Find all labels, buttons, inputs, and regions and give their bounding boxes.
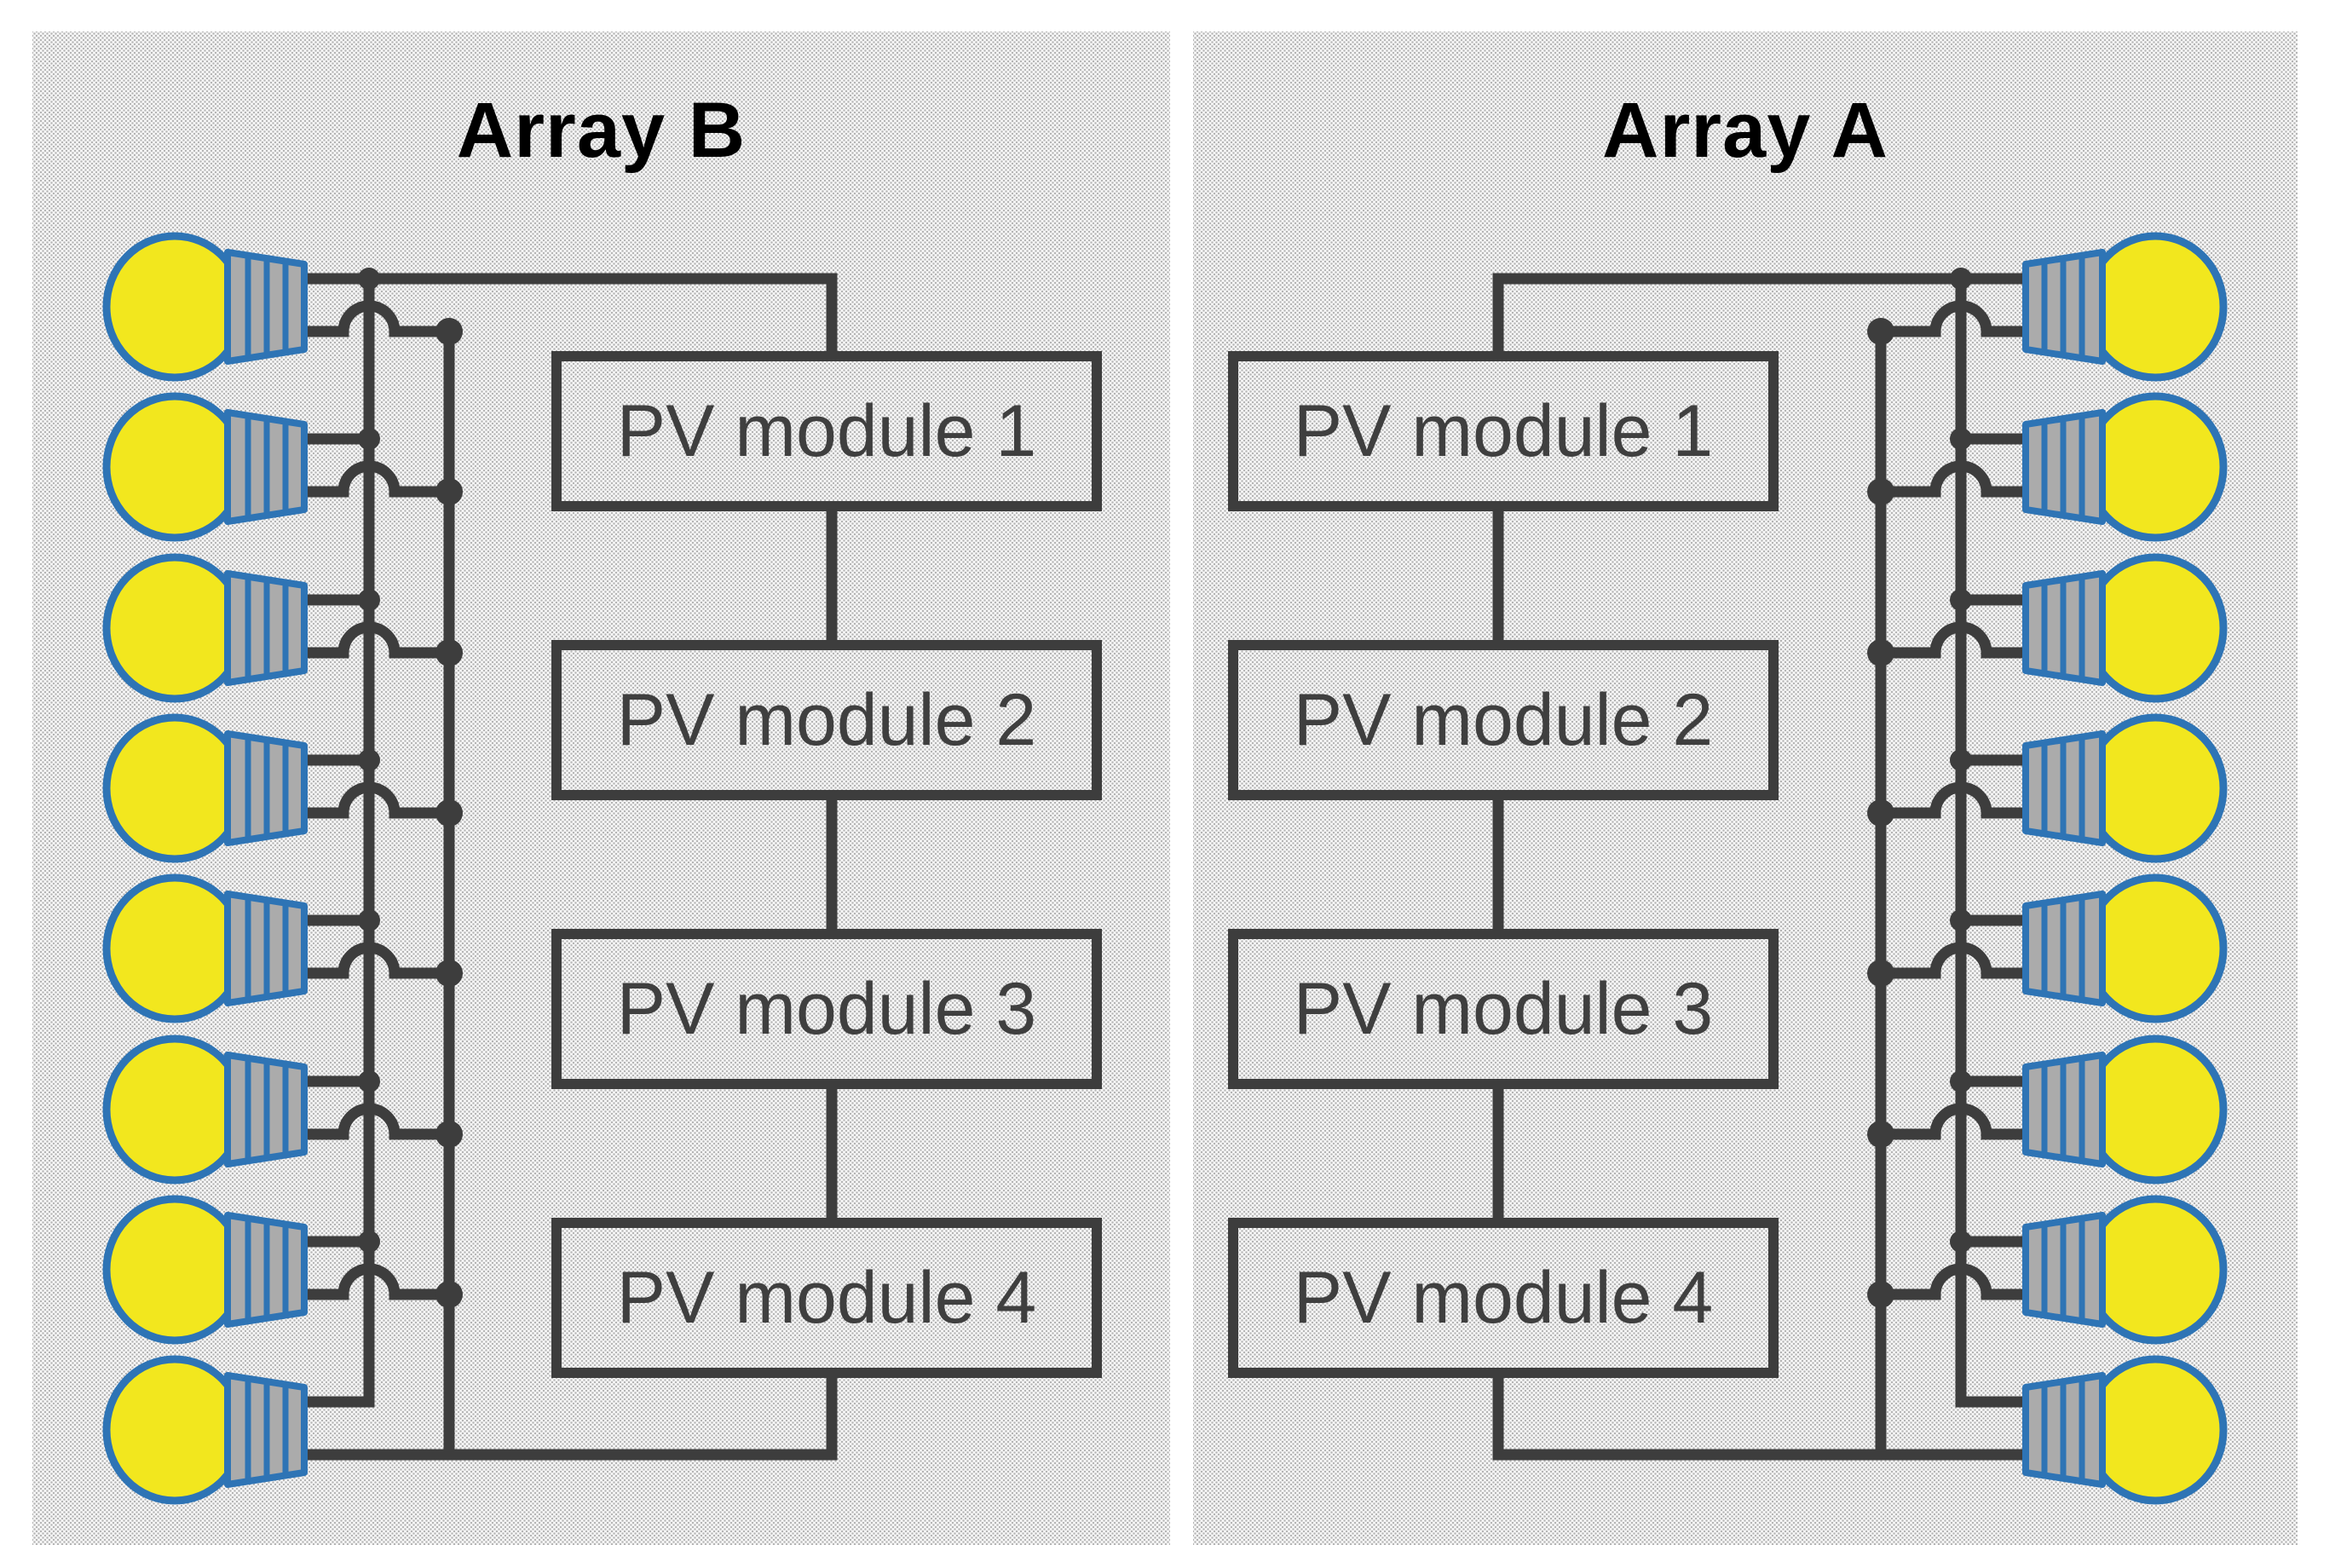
pv-module-label: PV module 2	[616, 678, 1037, 761]
pv-module-box: PV module 2	[551, 640, 1102, 800]
pv-module-box: PV module 1	[1228, 351, 1779, 511]
pv-module-box: PV module 1	[551, 351, 1102, 511]
panel-title: Array A	[1602, 87, 1888, 174]
pv-module-label: PV module 4	[1293, 1256, 1714, 1339]
pv-module-label: PV module 3	[616, 967, 1037, 1050]
pv-module-box: PV module 4	[1228, 1218, 1779, 1378]
pv-module-label: PV module 1	[1293, 389, 1714, 472]
pv-module-label: PV module 2	[1293, 678, 1714, 761]
pv-module-box: PV module 3	[1228, 929, 1779, 1089]
pv-module-label: PV module 1	[616, 389, 1037, 472]
pv-module-box: PV module 3	[551, 929, 1102, 1089]
pv-module-box: PV module 4	[551, 1218, 1102, 1378]
panel-array-b: Array B PV module 1 PV module 2 PV modul…	[32, 32, 1170, 1545]
panel-array-a: Array A PV module 1 PV module 2 PV modul…	[1193, 32, 2298, 1545]
pv-module-label: PV module 4	[616, 1256, 1037, 1339]
pv-module-box: PV module 2	[1228, 640, 1779, 800]
panel-title: Array B	[456, 87, 747, 174]
pv-module-label: PV module 3	[1293, 967, 1714, 1050]
